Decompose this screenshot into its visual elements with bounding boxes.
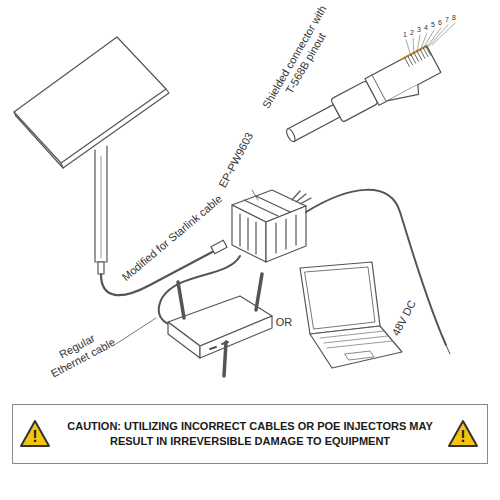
part-name: EP-PW9603 — [209, 117, 262, 202]
pin-number: 1 — [399, 31, 411, 39]
pin-number: 3 — [413, 26, 425, 34]
option-label: OR — [269, 316, 299, 329]
caution-text: CAUTION: UTILIZING INCORRECT CABLES OR P… — [57, 419, 443, 449]
caution-banner: CAUTION: UTILIZING INCORRECT CABLES OR P… — [12, 404, 488, 464]
power-label: 48V DC — [384, 289, 423, 348]
pin-number: 4 — [420, 23, 432, 31]
pin-number: 5 — [427, 21, 439, 29]
connector-label: Shielded connector with T-568B pinout — [258, 0, 342, 120]
warning-triangle: ! — [447, 419, 479, 448]
warning-mark: ! — [19, 428, 51, 446]
pin-number: 8 — [448, 13, 460, 21]
pin-leaders — [406, 23, 455, 56]
pin-number: 6 — [434, 18, 446, 26]
router — [168, 274, 272, 376]
power-wire-end — [446, 345, 450, 354]
laptop — [300, 262, 402, 368]
cable-plug — [211, 240, 227, 254]
warning-triangle: ! — [19, 419, 51, 448]
satellite-dish — [14, 37, 169, 274]
leader-line — [116, 318, 156, 344]
warning-mark: ! — [447, 428, 479, 446]
poe-injector — [232, 190, 311, 262]
leader-line — [252, 190, 258, 200]
cable-label: Modified for Starlink cable — [103, 179, 241, 298]
cable-label: Regular Ethernet cable — [39, 322, 122, 382]
pin-number: 7 — [441, 16, 453, 24]
pin-number: 2 — [406, 28, 418, 36]
